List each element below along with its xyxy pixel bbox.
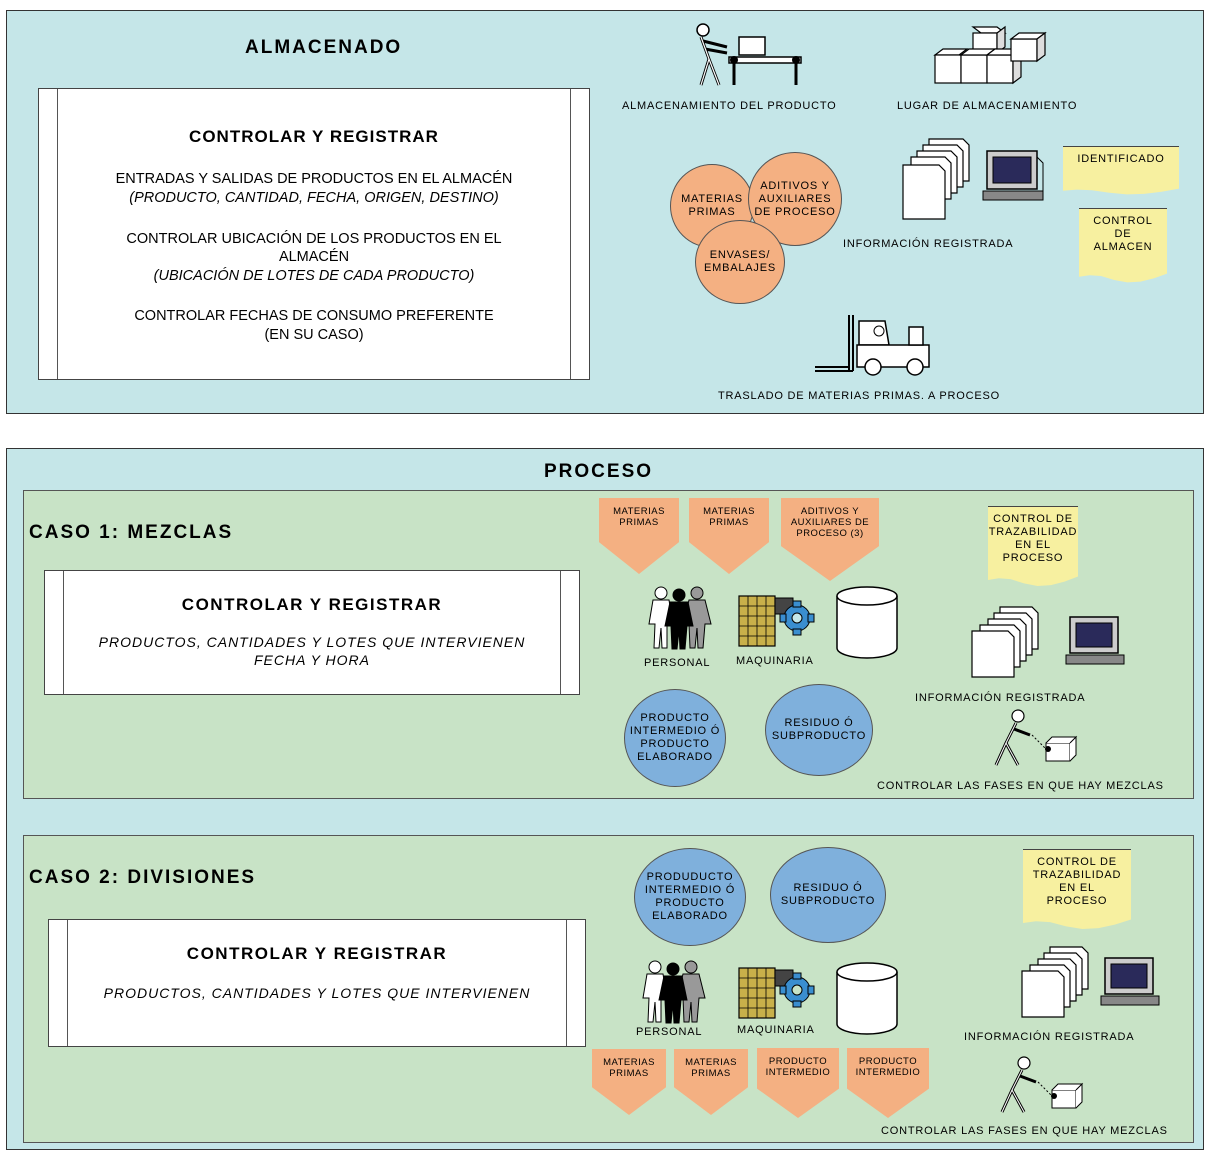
inspector-icon [994, 709, 1078, 766]
caso1-text2: FECHA Y HORA [254, 652, 370, 668]
box-line1: ENTRADAS Y SALIDAS DE PRODUCTOS EN EL AL… [115, 171, 513, 187]
caso2-personal: PERSONAL [636, 1026, 703, 1038]
documents-stack-icon [1021, 946, 1089, 1018]
caso2-controlar: CONTROLAR LAS FASES EN QUE HAY MEZCLAS [881, 1125, 1168, 1137]
caso2-title: CASO 2: DIVISIONES [29, 867, 257, 888]
machinery-icon [738, 595, 815, 647]
caso2-heading: CONTROLAR Y REGISTRAR [186, 944, 448, 963]
computer-icon [982, 150, 1044, 201]
caso2-text1: PRODUCTOS, CANTIDADES Y LOTES QUE INTERV… [103, 985, 531, 1001]
people-group-icon [648, 586, 712, 650]
almacenado-control-box: CONTROLAR Y REGISTRAR ENTRADAS Y SALIDAS… [38, 88, 590, 380]
label-traslado: TRASLADO DE MATERIAS PRIMAS. A PROCESO [718, 390, 1001, 402]
caso1-personal: PERSONAL [644, 657, 711, 669]
boxes-stack-icon [933, 25, 1047, 85]
caso1-heading: CONTROLAR Y REGISTRAR [181, 595, 443, 614]
box-heading: CONTROLAR Y REGISTRAR [189, 127, 439, 146]
inspector-icon [1000, 1056, 1084, 1113]
computer-icon [1065, 616, 1125, 665]
caso1-control-box: CONTROLAR Y REGISTRAR PRODUCTOS, CANTIDA… [44, 570, 580, 695]
people-group-icon [642, 960, 706, 1024]
box-line3a: CONTROLAR FECHAS DE CONSUMO PREFERENTE [134, 308, 494, 324]
caso2-maquinaria: MAQUINARIA [737, 1024, 815, 1036]
box-line2-sub: (UBICACIÓN DE LOTES DE CADA PRODUCTO) [153, 268, 475, 284]
caso1-text1: PRODUCTOS, CANTIDADES Y LOTES QUE INTERV… [98, 634, 526, 650]
label-almacenamiento: ALMACENAMIENTO DEL PRODUCTO [622, 100, 837, 112]
proceso-title: PROCESO [544, 461, 654, 482]
forklift-icon [815, 315, 930, 376]
box-line2b: ALMACÉN [278, 249, 350, 265]
caso1-panel: CASO 1: MEZCLAS CONTROLAR Y REGISTRAR PR… [23, 490, 1194, 799]
documents-stack-icon [902, 138, 970, 220]
caso1-maquinaria: MAQUINARIA [736, 655, 814, 667]
box-line2a: CONTROLAR UBICACIÓN DE LOS PRODUCTOS EN … [126, 231, 502, 247]
box-line1-sub: (PRODUCTO, CANTIDAD, FECHA, ORIGEN, DEST… [129, 190, 499, 206]
doc-identificado: IDENTIFICADO [1063, 146, 1179, 195]
caso1-title: CASO 1: MEZCLAS [29, 522, 234, 543]
label-informacion: INFORMACIÓN REGISTRADA [843, 238, 1014, 250]
label-lugar: LUGAR DE ALMACENAMIENTO [897, 100, 1078, 112]
machinery-icon [738, 967, 815, 1019]
circle-envases: ENVASES/EMBALAJES [695, 220, 785, 304]
proceso-panel: PROCESO CASO 1: MEZCLAS CONTROLAR Y REGI… [6, 448, 1204, 1150]
computer-icon [1100, 957, 1160, 1006]
caso2-panel: CASO 2: DIVISIONES CONTROLAR Y REGISTRAR… [23, 835, 1194, 1143]
caso2-control-box: CONTROLAR Y REGISTRAR PRODUCTOS, CANTIDA… [48, 919, 586, 1047]
documents-stack-icon [971, 606, 1039, 678]
almacenado-title: ALMACENADO [245, 37, 403, 58]
caso2-informacion: INFORMACIÓN REGISTRADA [964, 1031, 1135, 1043]
almacenado-panel: ALMACENADO CONTROLAR Y REGISTRAR ENTRADA… [6, 10, 1204, 414]
database-cylinder-icon [836, 962, 898, 1035]
caso1-informacion: INFORMACIÓN REGISTRADA [915, 692, 1086, 704]
caso1-controlar: CONTROLAR LAS FASES EN QUE HAY MEZCLAS [877, 780, 1164, 792]
worker-conveyor-icon [696, 23, 802, 86]
box-line3b: (EN SU CASO) [264, 327, 364, 343]
database-cylinder-icon [836, 586, 898, 659]
